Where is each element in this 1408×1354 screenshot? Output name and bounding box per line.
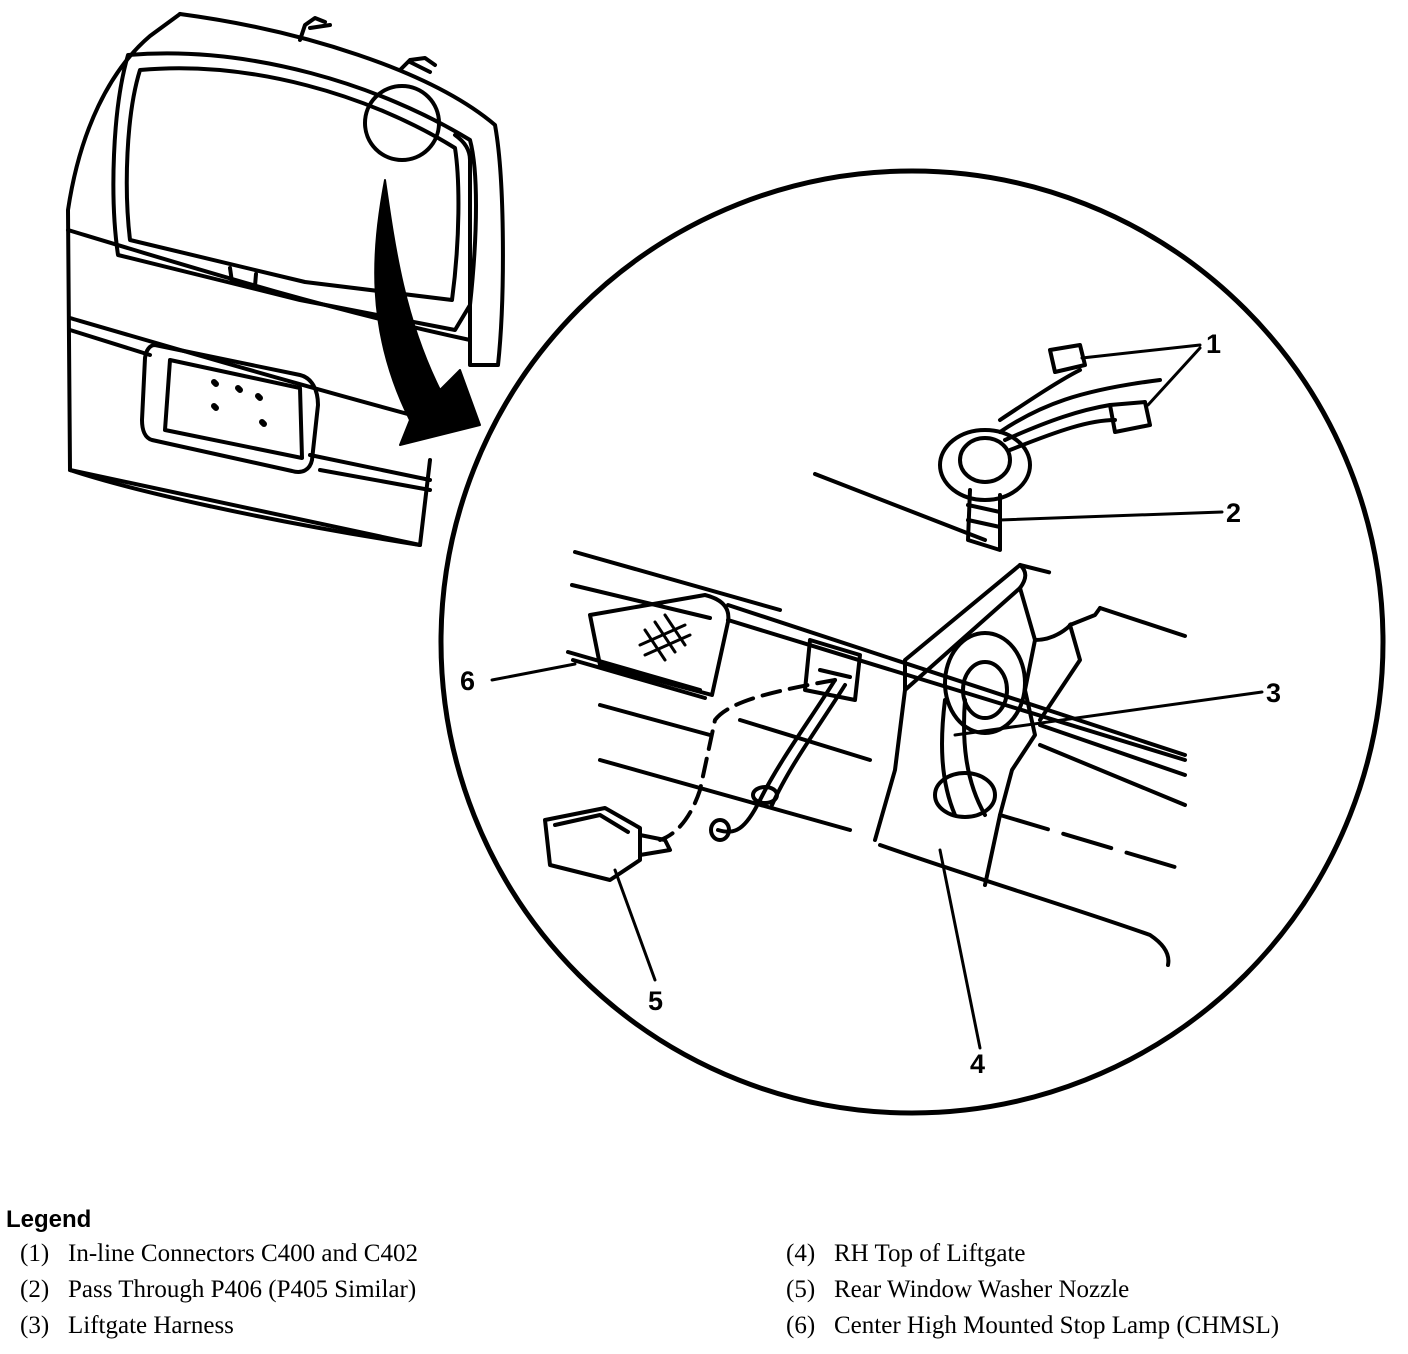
callout-1: 1 — [1206, 329, 1221, 359]
detail-circle — [438, 168, 1386, 1116]
legend-item-6-text: Center High Mounted Stop Lamp (CHMSL) — [834, 1312, 1280, 1339]
legend-item-3-number: (3) — [20, 1312, 50, 1339]
legend-item-6-number: (6) — [786, 1312, 816, 1339]
legend-item-2-number: (2) — [20, 1276, 50, 1303]
callout-5: 5 — [648, 986, 663, 1016]
callout-4: 4 — [970, 1049, 985, 1079]
legend-item-2-text: Pass Through P406 (P405 Similar) — [68, 1276, 417, 1303]
callout-3: 3 — [1266, 678, 1281, 708]
legend-item-3: (3) Liftgate Harness — [20, 1312, 418, 1348]
legend-item-4-text: RH Top of Liftgate — [834, 1240, 1026, 1267]
legend-item-5-number: (5) — [786, 1276, 816, 1303]
legend-item-1: (1) In-line Connectors C400 and C402 — [20, 1240, 418, 1276]
liftgate-wiring-diagram: 1 2 3 4 5 6 — [66, 12, 1386, 1116]
callout-2: 2 — [1226, 498, 1241, 528]
legend-item-2: (2) Pass Through P406 (P405 Similar) — [20, 1276, 418, 1312]
legend-item-3-text: Liftgate Harness — [68, 1312, 234, 1339]
callout-6: 6 — [460, 666, 475, 696]
legend-column-left: (1) In-line Connectors C400 and C402 (2) P… — [20, 1240, 418, 1348]
legend-item-4-number: (4) — [786, 1240, 816, 1267]
legend-item-6: (6) Center High Mounted Stop Lamp (CHMSL) — [786, 1312, 1279, 1348]
legend-item-4: (4) RH Top of Liftgate — [786, 1240, 1279, 1276]
legend-item-5: (5) Rear Window Washer Nozzle — [786, 1276, 1279, 1312]
leader-lines — [490, 343, 1264, 1050]
legend-item-5-text: Rear Window Washer Nozzle — [834, 1276, 1130, 1303]
legend-title: Legend — [6, 1206, 92, 1233]
pointer-arrow — [374, 179, 481, 446]
legend-item-1-text: In-line Connectors C400 and C402 — [68, 1240, 418, 1267]
callout-numbers: 1 2 3 4 5 6 — [460, 329, 1281, 1079]
legend-item-1-number: (1) — [20, 1240, 50, 1267]
legend-column-right: (4) RH Top of Liftgate (5) Rear Window Was… — [786, 1240, 1279, 1348]
liftgate-overview — [66, 12, 505, 547]
detail-drawing — [543, 343, 1187, 967]
